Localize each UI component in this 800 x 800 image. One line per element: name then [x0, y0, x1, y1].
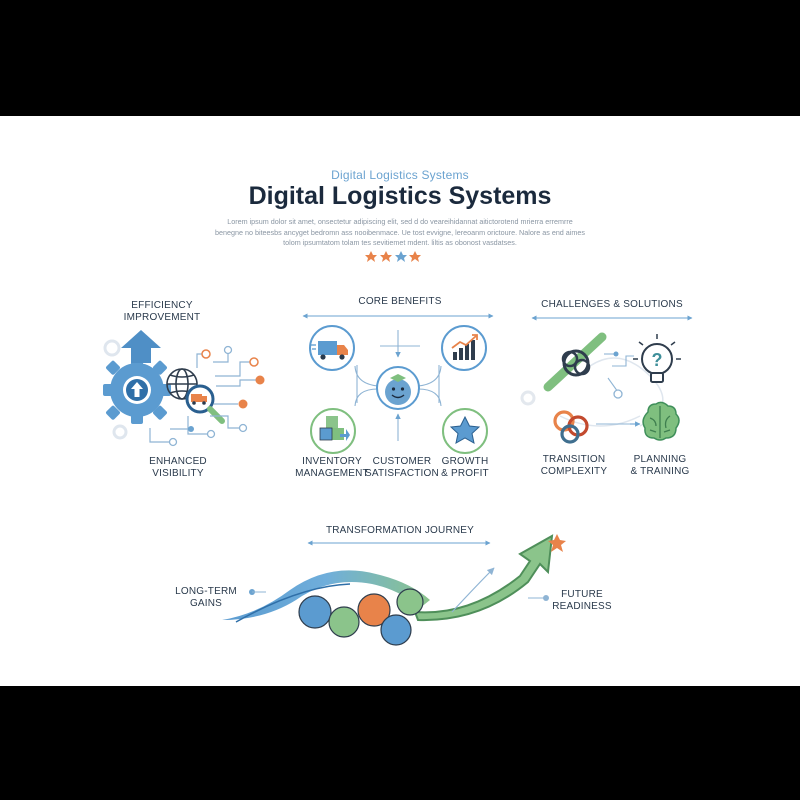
core-benefits-heading: CORE BENEFITS: [358, 296, 442, 307]
up-arrow-icon: [121, 330, 161, 363]
boxes-icon: [310, 408, 356, 454]
challenge-label-transition: TRANSITION COMPLEXITY: [528, 454, 620, 478]
benefit-label-line: & PROFIT: [441, 468, 489, 479]
journey-left-label: LONG-TERM GAINS: [166, 586, 246, 610]
lightbulb-question-icon: ?: [633, 334, 681, 383]
header-accent-stars: [365, 251, 421, 262]
journey-circle: [380, 614, 412, 646]
journey-right-label: FUTURE READINESS: [542, 589, 622, 613]
accent-star-icon: [409, 251, 421, 262]
efficiency-label-line: EFFICIENCY: [131, 300, 193, 311]
smiley-icon: [376, 366, 420, 410]
benefit-label-line: CUSTOMER: [372, 456, 432, 467]
journey-right-label-line: FUTURE: [561, 589, 603, 600]
intro-line: benegne no biteesbs ancyget bedromn ass …: [215, 227, 585, 237]
circuit-nodes: [168, 345, 265, 447]
benefit-label-customer: CUSTOMER SATISFACTION: [360, 456, 444, 480]
gear-icon: [103, 356, 171, 424]
knot-icon: [553, 410, 589, 444]
diagram-art: ?: [103, 251, 693, 646]
journey-circle: [357, 593, 391, 627]
journey-circles: [298, 588, 424, 646]
challenges-heading: CHALLENGES & SOLUTIONS: [541, 299, 683, 310]
journey-right-label-line: READINESS: [552, 601, 612, 612]
challenges-illustration: ?: [520, 315, 693, 444]
svg-text:?: ?: [652, 350, 663, 370]
delivery-truck-icon: [309, 325, 355, 371]
benefit-label-inventory: INVENTORY MANAGEMENT: [290, 456, 374, 480]
challenge-label-line: TRANSITION: [542, 454, 606, 465]
journey-ribbon: [222, 570, 430, 620]
core-benefits-illustration: [302, 313, 494, 454]
journey-left-label-line: GAINS: [189, 598, 223, 609]
challenge-label-line: PLANNING: [633, 454, 687, 465]
accent-star-icon: [395, 251, 407, 262]
challenge-label-line: & TRAINING: [630, 466, 690, 477]
accent-star-icon: [380, 251, 392, 262]
intro-line: tolom ipsumtatom tolam tes sevitiemet md…: [283, 238, 517, 247]
target-star-icon: [548, 534, 566, 552]
visibility-label-line: ENHANCED: [149, 456, 207, 467]
growth-chart-icon: [441, 325, 487, 371]
page-title: Digital Logistics Systems: [248, 182, 552, 210]
growth-arrow-icon: [413, 534, 554, 622]
infographic-canvas: Digital Logistics Systems Digital Logist…: [0, 116, 800, 686]
magnifier-icon: [185, 384, 225, 424]
benefit-label-line: INVENTORY: [302, 456, 362, 467]
rope-knot-icon: [543, 332, 607, 392]
star-icon: [442, 408, 488, 454]
challenge-label-line: COMPLEXITY: [540, 466, 608, 477]
journey-heading: TRANSFORMATION JOURNEY: [325, 525, 475, 536]
efficiency-illustration: [103, 330, 265, 447]
benefit-label-growth: GROWTH & PROFIT: [430, 456, 500, 480]
challenge-label-planning: PLANNING & TRAINING: [620, 454, 700, 478]
journey-illustration: [222, 534, 566, 646]
journey-left-label-line: LONG-TERM: [175, 586, 237, 597]
intro-paragraph: Lorem ipsum dolor sit amet, onsectetur a…: [190, 217, 610, 249]
benefit-label-line: SATISFACTION: [365, 468, 439, 479]
journey-circle: [396, 588, 424, 616]
accent-star-icon: [365, 251, 377, 262]
eyebrow-title: Digital Logistics Systems: [331, 168, 469, 182]
benefit-label-line: GROWTH: [441, 456, 489, 467]
intro-line: Lorem ipsum dolor sit amet, onsectetur a…: [227, 217, 573, 226]
journey-circle: [328, 606, 360, 638]
visibility-label-line: VISIBILITY: [152, 468, 204, 479]
brain-icon: [642, 401, 680, 441]
benefit-label-line: MANAGEMENT: [295, 468, 369, 479]
efficiency-label-line: IMPROVEMENT: [123, 312, 201, 323]
journey-circle: [298, 595, 332, 629]
visibility-label: ENHANCED VISIBILITY: [128, 456, 228, 480]
efficiency-label: EFFICIENCY IMPROVEMENT: [112, 300, 212, 324]
